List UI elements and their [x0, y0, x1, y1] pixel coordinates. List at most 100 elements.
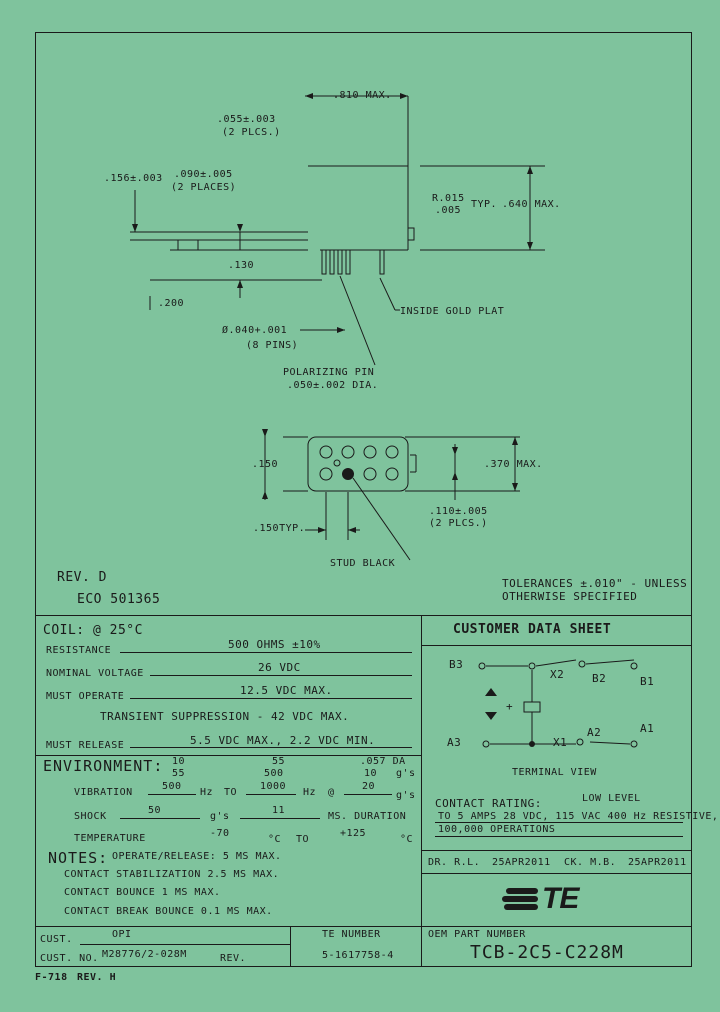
terminal-view-label: TERMINAL VIEW: [512, 767, 597, 778]
rev-field-label: REV.: [220, 953, 247, 964]
must-release-rule: [130, 747, 412, 748]
vib-top-5: .057 DA: [360, 756, 406, 767]
dim-110: .110±.005: [429, 506, 488, 517]
contact-rating-rule-2: [435, 836, 683, 837]
dim-pin: Ø.040+.001: [222, 325, 288, 336]
terminal-a2: A2: [587, 726, 602, 739]
cust-value: OPI: [112, 929, 132, 940]
dim-130: .130: [228, 260, 255, 271]
stud-black-label: STUD BLACK: [330, 558, 396, 569]
terminal-a1: A1: [640, 722, 655, 735]
shock-gs: g's: [210, 811, 230, 822]
sheet-border: [35, 32, 692, 967]
dim-370: .370 MAX.: [484, 459, 543, 470]
eco-number: ECO 501365: [77, 592, 161, 607]
nominal-rule: [150, 675, 412, 676]
vib-to: 1000: [260, 781, 287, 792]
bottom-block-rule: [35, 926, 691, 927]
shock-label: SHOCK: [74, 811, 107, 822]
part-number-label: OEM PART NUMBER: [428, 929, 526, 940]
nominal-voltage-value: 26 VDC: [258, 661, 301, 674]
drawn-by: DR. R.L.: [428, 857, 481, 868]
contact-rating-line-1: TO 5 AMPS 28 VDC, 115 VAC 400 Hz RESISTI…: [438, 811, 719, 822]
form-rev: REV. H: [77, 972, 117, 983]
must-operate-value: 12.5 VDC MAX.: [240, 684, 333, 697]
note-3: CONTACT BOUNCE 1 MS MAX.: [64, 887, 221, 898]
vib-top-2: 55: [172, 768, 186, 779]
drawn-date: 25APR2011: [492, 857, 551, 868]
terminal-x1: X1: [553, 736, 568, 749]
shock-value-rule: [120, 818, 200, 819]
te-logo-text: TE: [542, 882, 579, 915]
notes-header: NOTES:: [48, 849, 109, 867]
cust-no-label: CUST. NO.: [40, 953, 99, 964]
vib-top-1: 10: [172, 756, 186, 767]
contact-rating-rule: [435, 822, 683, 823]
must-operate-rule: [130, 698, 412, 699]
terminal-b1: B1: [640, 675, 655, 688]
must-release-label: MUST RELEASE: [46, 740, 125, 751]
divider-center: [421, 615, 422, 966]
dim-110-places: (2 PLCS.): [429, 518, 488, 529]
vib-top-3: 55: [272, 756, 286, 767]
polarizing-pin-dia: .050±.002 DIA.: [287, 380, 379, 391]
vib-top-6: 10: [364, 768, 378, 779]
bottom-mid-divider: [290, 926, 291, 966]
shock-ms-rule: [240, 818, 320, 819]
cust-no-value: M28776/2-028M: [102, 949, 187, 960]
transient-suppression: TRANSIENT SUPPRESSION - 42 VDC MAX.: [100, 710, 350, 723]
dim-200: .200: [158, 298, 185, 309]
temp-c-1: °C: [268, 834, 282, 845]
te-number-value: 5-1617758-4: [322, 950, 394, 961]
must-release-value: 5.5 VDC MAX., 2.2 VDC MIN.: [190, 734, 376, 747]
terminal-plus: +: [506, 700, 514, 713]
dim-typ: TYP.: [471, 199, 498, 210]
note-4: CONTACT BREAK BOUNCE 0.1 MS MAX.: [64, 906, 273, 917]
vib-gs: g's: [396, 790, 416, 801]
vib-to-word: TO: [224, 787, 238, 798]
contact-rating-value: LOW LEVEL: [582, 793, 641, 804]
customer-title-rule: [421, 645, 691, 646]
temp-low: -70: [210, 828, 230, 839]
te-logo: TE: [500, 882, 610, 918]
dim-810: .810 MAX.: [333, 90, 392, 101]
environment-header: ENVIRONMENT:: [43, 757, 164, 775]
vib-at: @: [328, 787, 335, 798]
coil-env-rule: [35, 755, 421, 756]
vib-top-7: g's: [396, 768, 416, 779]
resistance-label: RESISTANCE: [46, 645, 112, 656]
vib-from-rule: [148, 794, 196, 795]
tolerances-line-1: TOLERANCES ±.010" - UNLESS: [502, 577, 688, 590]
shock-duration: MS. DURATION: [328, 811, 407, 822]
vib-g-rule: [344, 794, 392, 795]
dim-090: .090±.005: [174, 169, 233, 180]
contact-rating-line-2: 100,000 OPERATIONS: [438, 824, 556, 835]
te-logo-mark: [502, 888, 538, 910]
shock-ms: 11: [272, 805, 286, 816]
dim-090-places: (2 PLACES): [171, 182, 237, 193]
polarizing-pin-label: POLARIZING PIN: [283, 367, 375, 378]
nominal-voltage-label: NOMINAL VOLTAGE: [46, 668, 144, 679]
vib-from: 500: [162, 781, 182, 792]
terminal-a3: A3: [447, 736, 462, 749]
terminal-b3: B3: [449, 658, 464, 671]
shock-value: 50: [148, 805, 162, 816]
signoff-top-rule: [421, 850, 691, 851]
vib-to-rule: [246, 794, 296, 795]
contact-rating-label: CONTACT RATING:: [435, 797, 542, 810]
dim-r005: .005: [435, 205, 462, 216]
dim-r015: R.015: [432, 193, 465, 204]
terminal-x2: X2: [550, 668, 565, 681]
temperature-label: TEMPERATURE: [74, 833, 146, 844]
vib-hz-2: Hz: [303, 787, 317, 798]
te-number-label: TE NUMBER: [322, 929, 381, 940]
dim-150typ: .150TYP.: [253, 523, 306, 534]
vibration-label: VIBRATION: [74, 787, 133, 798]
vib-g: 20: [362, 781, 376, 792]
vib-hz-1: Hz: [200, 787, 214, 798]
checked-by: CK. M.B.: [564, 857, 617, 868]
note-gold: INSIDE GOLD PLAT: [400, 306, 505, 317]
resistance-rule: [120, 652, 412, 653]
